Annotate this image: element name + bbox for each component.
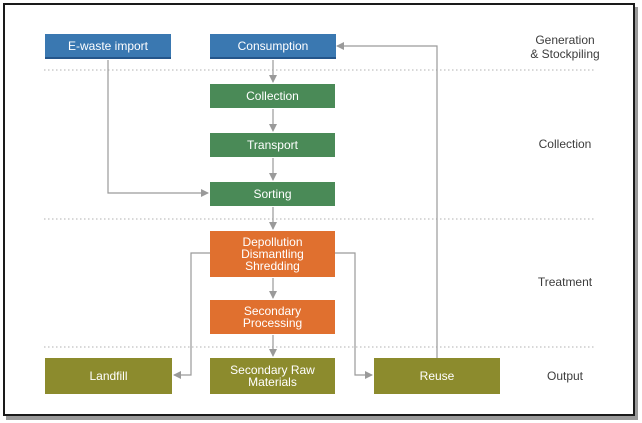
- stage-label-treatment: Treatment: [537, 275, 593, 289]
- arrow-depollution-landfill: [173, 252, 210, 379]
- box-ewaste-import: E-waste import: [45, 34, 171, 59]
- stage-label-collection: Collection: [538, 137, 592, 151]
- box-transport: Transport: [210, 133, 335, 157]
- box-secondary-raw-materials: Secondary Raw Materials: [210, 358, 335, 394]
- arrow-import-sorting: [107, 60, 209, 197]
- stage-label-output: Output: [546, 369, 584, 383]
- box-landfill: Landfill: [45, 358, 172, 394]
- arrow-reuse-consumption: [336, 42, 438, 358]
- box-consumption: Consumption: [210, 34, 336, 59]
- box-sorting: Sorting: [210, 182, 335, 206]
- box-secondary-processing: Secondary Processing: [210, 300, 335, 334]
- box-reuse: Reuse: [374, 358, 500, 394]
- stage-label-generation: Generation & Stockpiling: [530, 33, 600, 61]
- box-collection: Collection: [210, 84, 335, 108]
- arrow-depollution-reuse: [335, 252, 373, 379]
- box-depollution-dismantling-shredding: Depollution Dismantling Shredding: [210, 231, 335, 277]
